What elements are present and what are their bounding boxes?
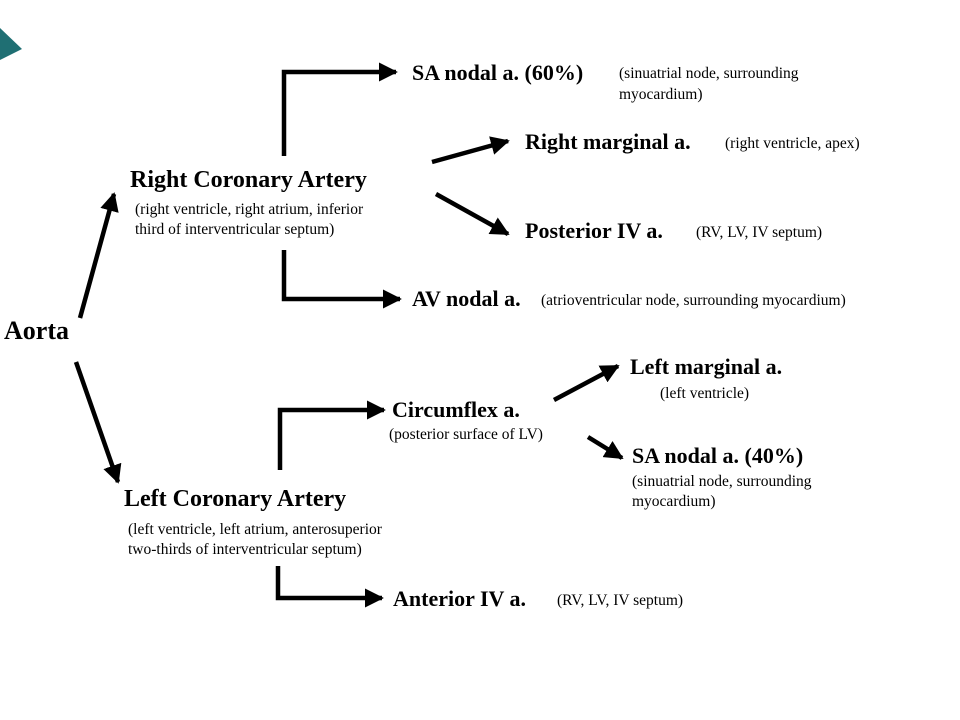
sa-nodal-60-supply: (sinuatrial node, surrounding myocardium… [619, 64, 799, 106]
arrow-circumflex-to-left-marginal [552, 364, 620, 402]
sa-nodal-40-supply: (sinuatrial node, surrounding myocardium… [632, 472, 812, 512]
aorta-label: Aorta [4, 316, 69, 345]
anterior-iv-label: Anterior IV a. [393, 586, 527, 611]
sa-nodal-40-supply-line1: (sinuatrial node, surrounding [632, 473, 812, 490]
sa-nodal-60-supply-line1: (sinuatrial node, surrounding [619, 65, 799, 82]
right-coronary-label: Right Coronary Artery [130, 167, 367, 193]
sa-nodal-40-label: SA nodal a. (40%) [632, 443, 804, 468]
arrow-rca-to-av-nodal [281, 250, 402, 309]
arrow-aorta-to-left-coronary [73, 361, 122, 484]
arrow-circumflex-to-sa-nodal [586, 435, 624, 460]
av-nodal-label: AV nodal a. [412, 286, 521, 311]
posterior-iv-supply: (RV, LV, IV septum) [696, 224, 823, 241]
left-coronary-supply-line1: (left ventricle, left atrium, anterosupe… [128, 521, 382, 538]
arrow-rca-to-posterior-iv [434, 192, 510, 236]
right-coronary-supply: (right ventricle, right atrium, inferior… [135, 200, 363, 240]
sa-nodal-60-label: SA nodal a. (60%) [412, 60, 584, 85]
sa-nodal-60-supply-line2: myocardium) [619, 85, 703, 103]
circumflex-supply: (posterior surface of LV) [389, 426, 543, 443]
arrow-rca-to-right-marginal [431, 136, 510, 165]
arrow-aorta-to-right-coronary [77, 192, 119, 319]
right-coronary-supply-line1: (right ventricle, right atrium, inferior [135, 201, 364, 218]
av-nodal-supply: (atrioventricular node, surrounding myoc… [541, 292, 846, 309]
left-marginal-supply: (left ventricle) [660, 385, 750, 402]
arrow-lca-to-anterior-iv [275, 566, 384, 608]
arrow-rca-to-sa-nodal [281, 62, 398, 156]
corner-accent-shape [0, 28, 22, 60]
arrow-lca-to-circumflex [277, 400, 386, 470]
left-coronary-supply-line2: two-thirds of interventricular septum) [128, 541, 362, 559]
posterior-iv-label: Posterior IV a. [525, 218, 663, 243]
left-coronary-supply: (left ventricle, left atrium, anterosupe… [128, 520, 382, 560]
left-coronary-label: Left Coronary Artery [124, 486, 347, 512]
anterior-iv-supply: (RV, LV, IV septum) [557, 592, 684, 609]
right-marginal-supply: (right ventricle, apex) [725, 135, 860, 152]
right-coronary-supply-line2: third of interventricular septum) [135, 221, 335, 239]
right-marginal-label: Right marginal a. [525, 129, 691, 154]
circumflex-label: Circumflex a. [392, 397, 520, 422]
sa-nodal-40-supply-line2: myocardium) [632, 493, 716, 511]
left-marginal-label: Left marginal a. [630, 354, 783, 379]
